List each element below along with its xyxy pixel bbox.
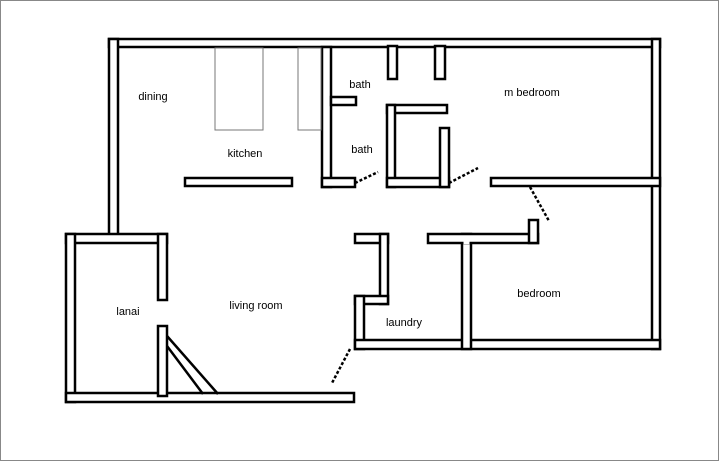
room-labels: dining kitchen bath bath m bedroom bedro… <box>116 79 560 329</box>
doors <box>330 166 551 384</box>
wall-joint <box>356 297 363 303</box>
label-lanai: lanai <box>116 306 139 318</box>
wall-joint <box>530 235 537 241</box>
wall-bedroom-stub <box>527 218 540 245</box>
kitchen-cabinet <box>297 47 322 131</box>
label-living-room: living room <box>229 300 282 312</box>
stairs <box>166 335 219 395</box>
wall-dining-left <box>107 37 120 243</box>
kitchen-cabinet <box>214 47 264 131</box>
wall-lanai-right-lower <box>156 324 169 398</box>
label-kitchen: kitchen <box>228 148 263 160</box>
label-bedroom: bedroom <box>517 288 560 300</box>
walls <box>64 37 662 404</box>
door-bath <box>354 170 379 185</box>
wall-bedroom-top <box>426 232 540 245</box>
wall-right <box>650 37 662 351</box>
wall-bath-left <box>320 45 333 189</box>
wall-joint <box>463 236 470 244</box>
wall-bath-divider <box>329 95 358 107</box>
kitchen-counter <box>183 176 294 188</box>
wall-bottom <box>64 391 356 404</box>
wall-stub-2 <box>433 44 447 81</box>
label-laundry: laundry <box>386 317 423 329</box>
door-front <box>330 348 352 384</box>
wall-lanai-top <box>64 232 169 245</box>
closet-right <box>438 126 451 189</box>
wall-lanai-left <box>64 232 77 404</box>
cabinets <box>214 47 322 131</box>
label-master-bedroom: m bedroom <box>504 87 560 99</box>
door-bedroom <box>528 186 551 222</box>
wall-laundry-right <box>460 232 473 351</box>
wall-bath-bottom <box>320 176 357 189</box>
wall-mbedroom-bottom <box>489 176 662 188</box>
label-dining: dining <box>138 91 167 103</box>
wall-stub-1 <box>386 44 399 81</box>
wall-joint <box>381 236 387 242</box>
wall-hall-left <box>378 232 390 306</box>
wall-top <box>107 37 662 49</box>
label-bath-upper: bath <box>349 79 370 91</box>
door-closet <box>448 166 479 185</box>
wall-laundry-bottom <box>353 338 662 351</box>
closet-left <box>385 103 397 189</box>
wall-lanai-right-upper <box>156 232 169 302</box>
label-bath-lower: bath <box>351 144 372 156</box>
